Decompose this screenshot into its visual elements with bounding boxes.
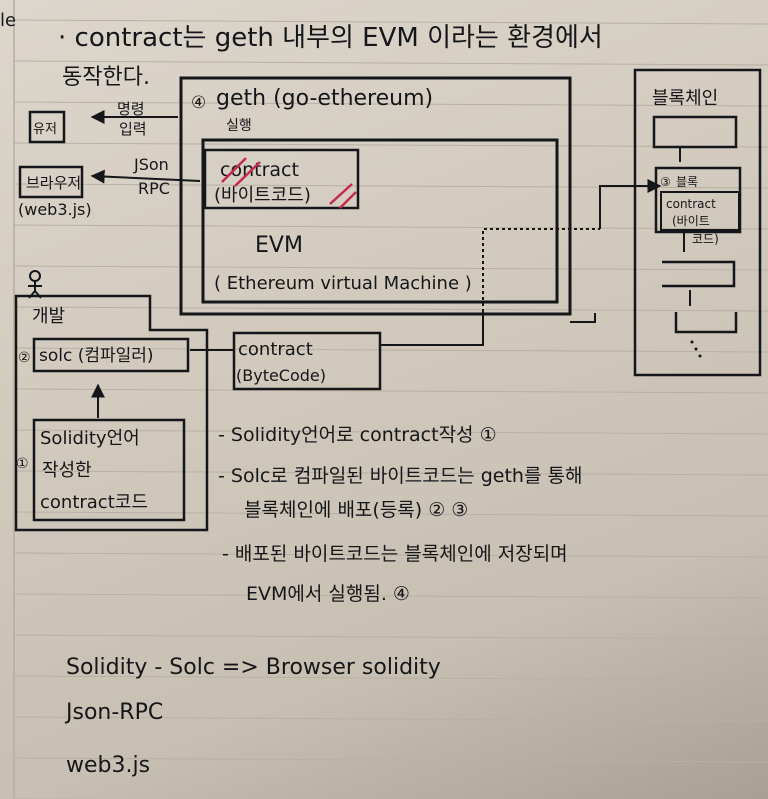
ruled-line (13, 265, 768, 271)
ruled-line (13, 142, 768, 148)
deploy-arrow (599, 179, 662, 229)
bottom-line-2: Json-RPC (64, 700, 163, 725)
geth-title: geth (go-ethereum) (216, 86, 433, 111)
ruled-line (13, 101, 768, 107)
geth-exec-label: 실행 (226, 118, 252, 134)
bottom-line-1: Solidity - Solc => Browser solidity (66, 655, 441, 680)
ruled-line (13, 183, 768, 189)
evm-box (201, 138, 559, 304)
block-contract-line-2: (바이트 (672, 214, 710, 228)
note-5: EVM에서 실행됨. ④ (246, 583, 410, 605)
ruled-line (13, 716, 768, 722)
source-line-1: Solidity언어 (40, 428, 140, 449)
intro-line-2: 동작한다. (62, 65, 150, 90)
block-4 (674, 312, 738, 334)
ruled-line (13, 511, 768, 517)
user-box (28, 110, 66, 144)
evm-title: EVM (255, 233, 303, 258)
ruled-line (13, 429, 768, 435)
block-contract-inner (660, 191, 740, 231)
note-4: - 배포된 바이트코드는 블록체인에 저장되며 (222, 543, 568, 565)
block-contract-line-3: 코드) (692, 232, 719, 246)
note-2: - Solc로 컴파일된 바이트코드는 geth를 통해 (218, 465, 582, 487)
evm-contract-line-2: (바이트코드) (214, 185, 311, 206)
bytecode-geth-link (380, 312, 484, 346)
bottom-line-3: web3.js (66, 753, 150, 778)
browser-arrow-label-2: RPC (138, 179, 170, 198)
evm-contract-box (203, 148, 360, 210)
evm-blockchain-dotted-link (482, 228, 600, 312)
dev-title: 개발 (32, 306, 65, 327)
ruled-line (13, 757, 768, 763)
block-3 (662, 260, 736, 288)
browser-arrow-label-1: JSon (133, 155, 169, 174)
block-1 (652, 115, 738, 149)
geth-box (179, 76, 572, 316)
blockchain-title: 블록체인 (652, 88, 718, 109)
ruled-line (13, 470, 768, 476)
ruled-lines (13, 19, 768, 799)
ruled-line (13, 634, 768, 640)
geth-step: ④ (191, 93, 206, 113)
block-label: 블록 (676, 175, 698, 189)
browser-box-label-1: 브라우저 (26, 174, 81, 192)
source-box (32, 418, 186, 522)
bytecode-line-2: (ByteCode) (236, 366, 326, 385)
geth-side-link (570, 313, 596, 323)
source-line-2: 작성한 (42, 460, 92, 481)
blockchain-box (633, 68, 762, 377)
ruled-line (13, 224, 768, 230)
ruled-line (13, 306, 768, 312)
person-icon (28, 270, 42, 299)
intro-line-1: · contract는 geth 내부의 EVM 이라는 환경에서 (58, 23, 603, 53)
ruled-line (13, 19, 768, 25)
user-box-label: 유저 (33, 122, 57, 137)
ruled-line (13, 60, 768, 66)
corner-mark: le (0, 10, 16, 31)
solc-box (32, 337, 190, 373)
blockchain-step: ③ (660, 175, 671, 189)
user-arrow-label-1: 명령 (117, 100, 145, 118)
block-contract-line-1: contract (666, 197, 716, 211)
browser-box-label-2: (web3.js) (18, 200, 92, 219)
ruled-line (13, 593, 768, 599)
bytecode-line-1: contract (238, 339, 313, 360)
bytecode-box (232, 331, 382, 391)
source-line-3: contract코드 (40, 492, 148, 513)
note-1: - Solidity언어로 contract작성 ① (218, 424, 497, 446)
user-arrow-label-2: 입력 (119, 120, 147, 138)
chain-continue-dots (690, 340, 702, 358)
dev-box (14, 294, 209, 532)
evm-subtitle: ( Ethereum virtual Machine ) (214, 273, 472, 294)
ruled-line (13, 675, 768, 681)
highlight-strokes (221, 157, 357, 209)
solc-label: solc (컴파일러) (39, 346, 154, 366)
note-3: 블록체인에 배포(등록) ② ③ (244, 499, 468, 521)
ruled-line (13, 347, 768, 353)
browser-box (18, 165, 84, 199)
solc-step: ② (18, 350, 31, 366)
source-step: ① (16, 456, 29, 472)
ruled-line (13, 388, 768, 394)
ruled-line (13, 552, 768, 558)
